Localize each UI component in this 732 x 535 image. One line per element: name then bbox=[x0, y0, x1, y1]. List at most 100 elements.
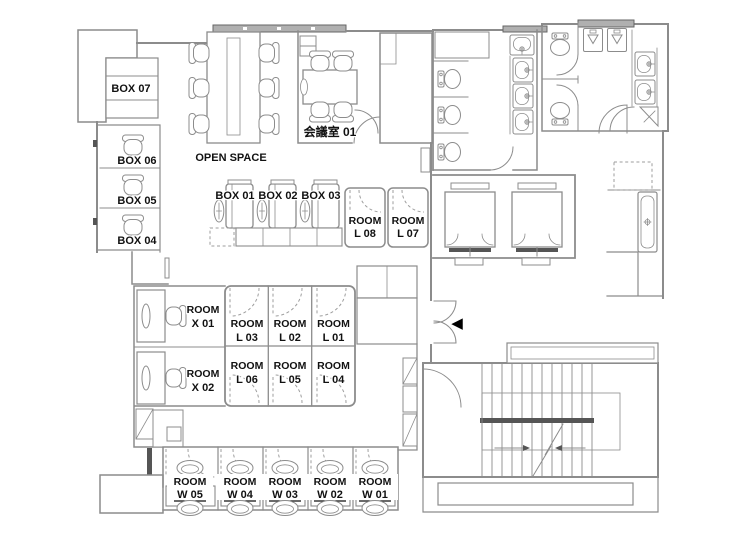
booth-chair-icon bbox=[299, 199, 311, 223]
svg-text:ROOM: ROOM bbox=[231, 360, 264, 372]
label-box03: BOX 03 bbox=[301, 190, 340, 202]
table-planter-strip bbox=[226, 37, 241, 136]
room-l05: ROOM L 05 bbox=[272, 359, 308, 404]
svg-text:ROOM: ROOM bbox=[174, 476, 207, 488]
box-02: BOX 02 bbox=[256, 179, 299, 229]
urinal-icon bbox=[583, 28, 603, 52]
staircase bbox=[422, 342, 659, 513]
room-l07: ROOM L 07 bbox=[387, 187, 429, 248]
entrance-arrow-icon: ◀ bbox=[451, 314, 463, 332]
chair-icon bbox=[165, 305, 187, 327]
stool-icon bbox=[316, 500, 344, 516]
stool-icon bbox=[271, 460, 299, 476]
svg-text:ROOM: ROOM bbox=[269, 476, 302, 488]
room-l06: ROOM L 06 bbox=[229, 359, 265, 404]
label-box05: BOX 05 bbox=[117, 195, 156, 207]
svg-text:W 01: W 01 bbox=[362, 489, 388, 501]
svg-text:L 05: L 05 bbox=[279, 374, 301, 386]
stool-icon bbox=[361, 460, 389, 476]
svg-text:X 02: X 02 bbox=[192, 382, 215, 394]
sink-icon bbox=[512, 109, 534, 135]
booth-chair-icon bbox=[256, 199, 268, 223]
sink-icon bbox=[634, 79, 656, 105]
open-space: OPEN SPACE bbox=[188, 31, 280, 165]
svg-text:ROOM: ROOM bbox=[187, 304, 220, 316]
urinal-icon bbox=[607, 28, 627, 52]
entrance-door: ◀ bbox=[433, 300, 463, 344]
svg-text:ROOM: ROOM bbox=[317, 360, 350, 372]
chair-icon bbox=[122, 134, 144, 156]
svg-text:ROOM: ROOM bbox=[349, 215, 382, 227]
svg-text:L 07: L 07 bbox=[397, 228, 419, 240]
svg-text:W 02: W 02 bbox=[317, 489, 343, 501]
label-box01: BOX 01 bbox=[215, 190, 254, 202]
box-booths-left: BOX 07 BOX 06 BOX 05 BOX 04 bbox=[110, 82, 159, 249]
chair-icon bbox=[165, 367, 187, 389]
svg-text:W 05: W 05 bbox=[177, 489, 203, 501]
elevator-hall bbox=[432, 174, 576, 266]
svg-text:ROOM: ROOM bbox=[274, 318, 307, 330]
elevator-1 bbox=[444, 182, 496, 266]
room-w02: ROOM W 02 bbox=[307, 448, 353, 516]
label-box06: BOX 06 bbox=[117, 155, 156, 167]
restroom-womens bbox=[432, 29, 538, 171]
stool-icon bbox=[176, 460, 204, 476]
room-l01: ROOM L 01 bbox=[316, 287, 351, 345]
svg-text:ROOM: ROOM bbox=[392, 215, 425, 227]
box-03: BOX 03 bbox=[299, 179, 342, 229]
window-band bbox=[577, 19, 635, 28]
elevator-2 bbox=[511, 182, 563, 266]
svg-text:ROOM: ROOM bbox=[317, 318, 350, 330]
svg-text:L 08: L 08 bbox=[354, 228, 376, 240]
toilet-icon bbox=[550, 32, 570, 56]
stool-icon bbox=[271, 500, 299, 516]
stool-icon bbox=[226, 460, 254, 476]
meeting-table bbox=[302, 69, 358, 105]
stool-icon bbox=[226, 500, 254, 516]
toilet-icon bbox=[437, 105, 461, 125]
chair-icon bbox=[122, 214, 144, 236]
svg-text:L 04: L 04 bbox=[323, 374, 346, 386]
chair-icon bbox=[188, 42, 210, 64]
sink-icon bbox=[509, 34, 535, 56]
svg-text:ROOM: ROOM bbox=[274, 360, 307, 372]
svg-text:X 01: X 01 bbox=[192, 318, 215, 330]
label-open-space: OPEN SPACE bbox=[195, 152, 266, 164]
room-l02: ROOM L 02 bbox=[272, 287, 308, 345]
room-w04: ROOM W 04 bbox=[217, 448, 263, 516]
room-l08: ROOM L 08 bbox=[344, 187, 386, 248]
chair-icon bbox=[122, 174, 144, 196]
open-space-table bbox=[206, 31, 261, 144]
svg-text:ROOM: ROOM bbox=[187, 368, 220, 380]
room-x01: ROOM X 01 bbox=[136, 289, 221, 343]
building-shell bbox=[77, 19, 669, 514]
svg-text:W 04: W 04 bbox=[227, 489, 254, 501]
label-meeting-room: 会議室 01 bbox=[304, 124, 357, 139]
core-column bbox=[379, 32, 433, 144]
stool-icon bbox=[316, 460, 344, 476]
chair-icon bbox=[188, 113, 210, 135]
chair-icon bbox=[309, 50, 331, 72]
chair-icon bbox=[258, 77, 280, 99]
chair-icon bbox=[309, 101, 331, 123]
label-box04: BOX 04 bbox=[117, 235, 157, 247]
toilet-icon bbox=[550, 102, 570, 126]
restroom-mens bbox=[541, 22, 669, 132]
svg-text:L 02: L 02 bbox=[279, 332, 301, 344]
svg-text:ROOM: ROOM bbox=[314, 476, 347, 488]
room-box07 bbox=[105, 57, 159, 119]
svg-text:W 03: W 03 bbox=[272, 489, 298, 501]
svg-text:ROOM: ROOM bbox=[359, 476, 392, 488]
toilet-icon bbox=[437, 142, 461, 162]
chair-icon bbox=[188, 77, 210, 99]
sink-icon bbox=[512, 57, 534, 83]
stool-icon bbox=[361, 500, 389, 516]
room-l04: ROOM L 04 bbox=[316, 359, 351, 404]
window-band bbox=[502, 25, 548, 33]
svg-text:L 01: L 01 bbox=[323, 332, 345, 344]
stool-icon bbox=[176, 500, 204, 516]
meeting-room: 会議室 01 bbox=[299, 35, 358, 140]
box-booths-row: BOX 01 BOX 02 BOX 03 bbox=[209, 179, 343, 247]
chair-icon bbox=[258, 113, 280, 135]
booth-chair-icon bbox=[213, 199, 225, 223]
